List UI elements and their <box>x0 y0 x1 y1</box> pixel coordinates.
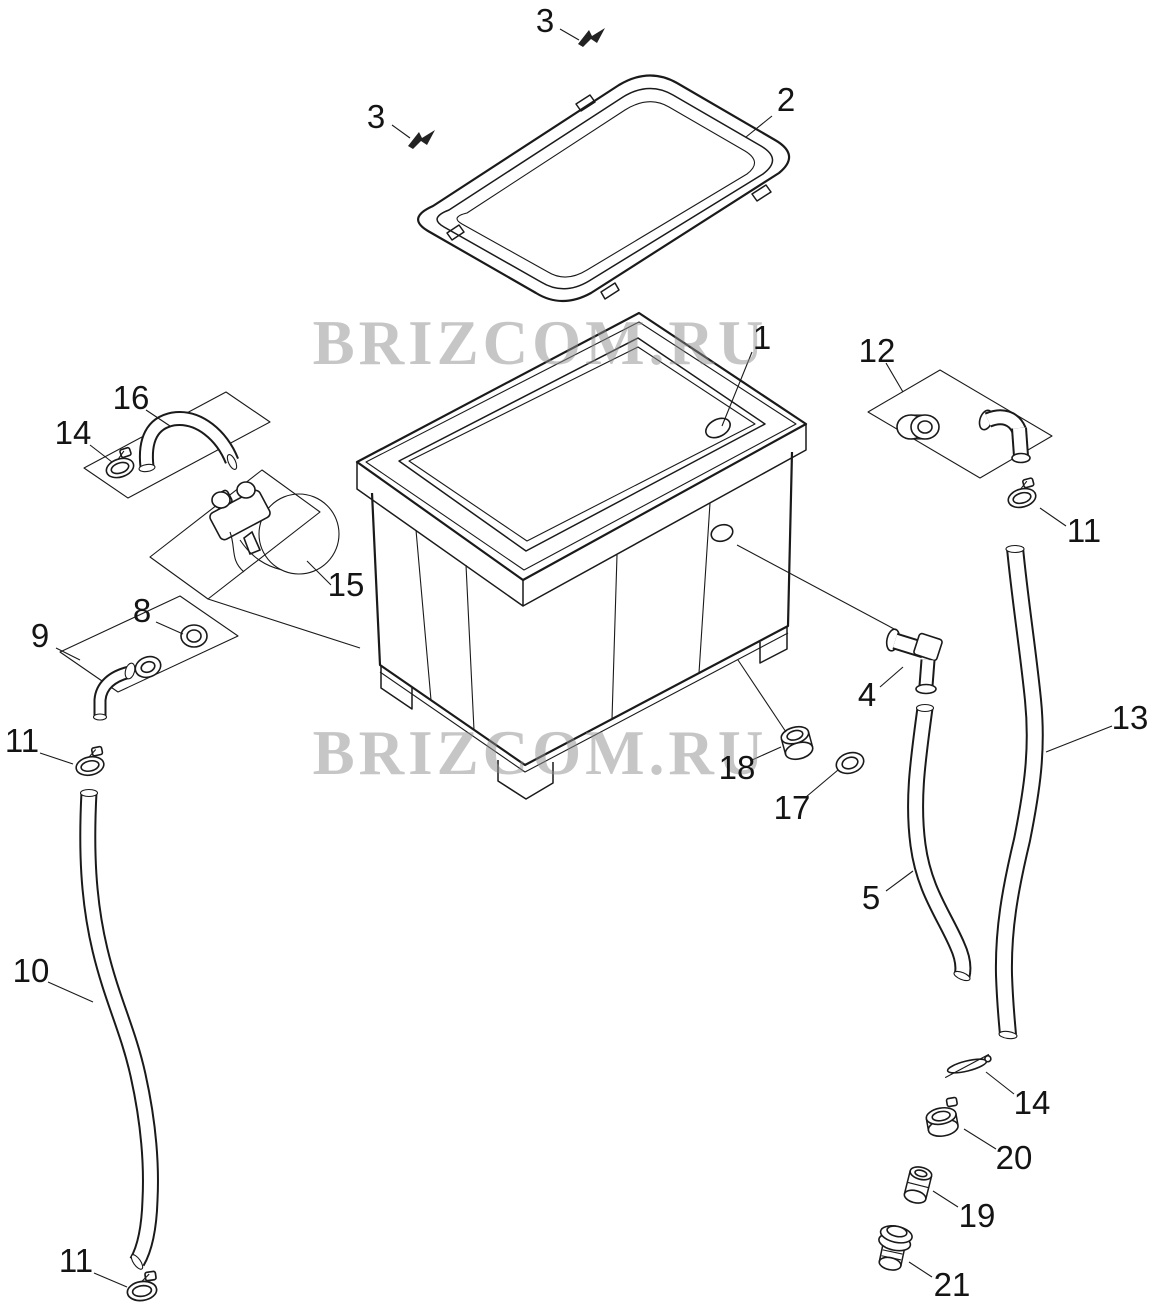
callout-hose-elbow-left: 16 <box>113 379 150 416</box>
callout-nut-left: 8 <box>133 592 151 629</box>
callout-lid: 2 <box>777 81 795 118</box>
callout-elbow-right: 4 <box>858 676 876 713</box>
callout-hose-long-left: 10 <box>13 952 50 989</box>
valve-assembly-part <box>209 481 340 575</box>
clamp-bottom-left-part <box>124 1270 160 1304</box>
callout-hose-long-right: 13 <box>1112 699 1149 736</box>
callout-valve-assembly: 15 <box>328 566 365 603</box>
clamp-mid-left-part <box>71 745 108 779</box>
tank-top-hole <box>705 417 731 439</box>
callout-seal-ring: 17 <box>774 789 811 826</box>
clip-lower-right-part <box>944 1053 992 1079</box>
clamp-upper-right-part <box>1003 476 1040 512</box>
clip-part-left <box>408 130 435 149</box>
callout-connector-lower-right: 19 <box>959 1197 996 1234</box>
leader-lines <box>39 28 1113 1288</box>
hose-center-right-part <box>907 703 972 982</box>
clip-part-top <box>578 28 605 47</box>
callout-clamp-upper-right: 11 <box>1067 512 1101 549</box>
callout-labels: 1 2 3 3 4 5 8 9 10 11 11 11 12 13 14 14 … <box>5 2 1148 1303</box>
watermark-lower: BRIZCOM.RU <box>313 718 768 788</box>
callout-clamp-upper-left: 14 <box>55 414 92 451</box>
callout-clamp-lower-right: 20 <box>996 1139 1033 1176</box>
callout-clamp-mid-left: 11 <box>5 722 39 759</box>
fitting-lower-right-part <box>878 1225 913 1271</box>
lid-part <box>417 74 791 303</box>
clamp-lower-right-part <box>925 1096 959 1137</box>
pointer-lines <box>207 544 897 733</box>
fitting-group-right-part <box>896 409 1031 464</box>
tank-part <box>355 311 808 800</box>
tank-side-hole <box>710 523 734 543</box>
clamp-upper-left-part <box>100 446 138 482</box>
callout-tank-outlet: 18 <box>719 749 756 786</box>
watermark-upper: BRIZCOM.RU <box>313 308 768 378</box>
elbow-fitting-left-part <box>92 655 162 721</box>
long-hose-left-part <box>79 788 159 1270</box>
callout-fitting-lower-right: 21 <box>934 1266 971 1303</box>
elbow-hose-part <box>138 411 239 473</box>
callout-fitting-group-right: 12 <box>859 332 896 369</box>
tank-outlet-part <box>780 725 814 761</box>
nut-left-part <box>180 624 208 648</box>
callout-clip-lower-right: 14 <box>1014 1084 1051 1121</box>
callout-elbow-left: 9 <box>31 617 49 654</box>
callout-hose-center-right: 5 <box>862 879 880 916</box>
callout-clip-left: 3 <box>367 98 385 135</box>
connector-lower-right-part <box>903 1166 933 1204</box>
elbow-fitting-right-part <box>885 628 943 695</box>
seal-ring-part <box>835 751 865 775</box>
long-hose-right-part <box>994 544 1044 1040</box>
callout-clamp-bottom-left: 11 <box>59 1242 93 1279</box>
callout-clip-top: 3 <box>536 2 554 39</box>
callout-tank: 1 <box>753 319 771 356</box>
